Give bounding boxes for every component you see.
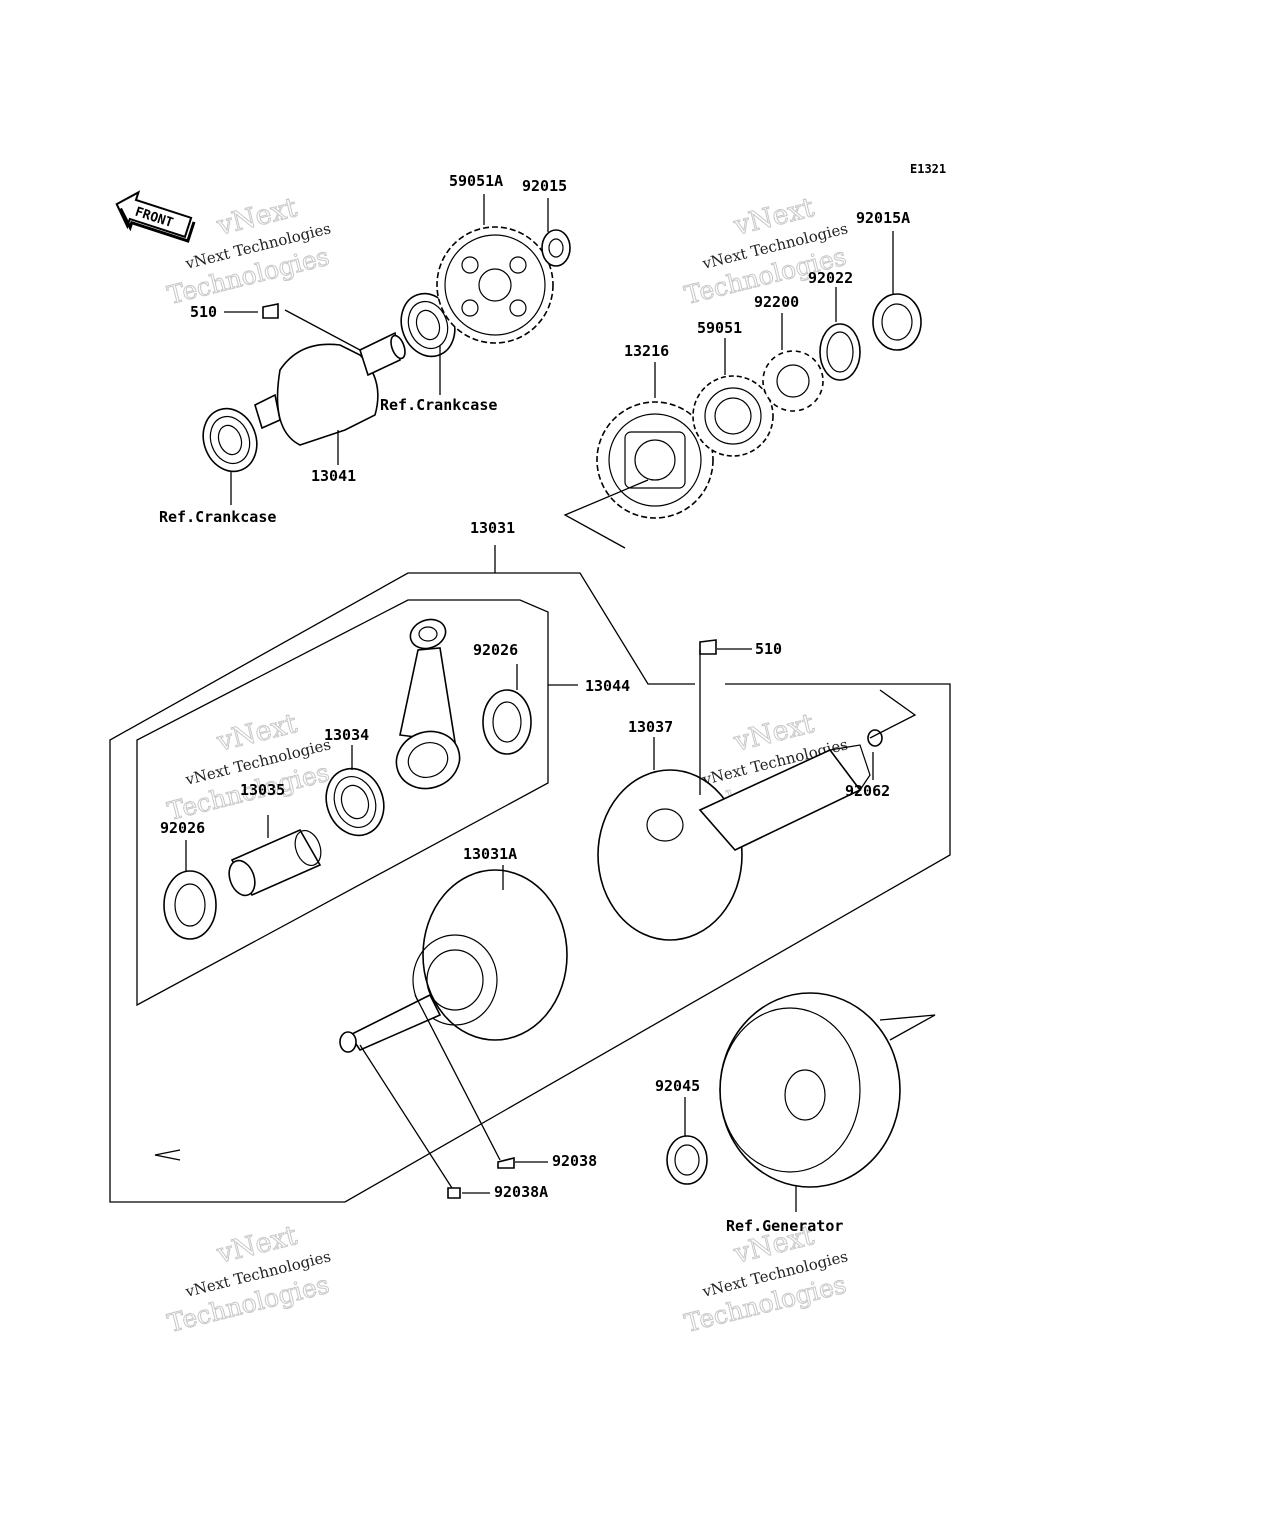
generator-rotor	[719, 992, 901, 1188]
diagram-code: E1321	[910, 162, 946, 176]
label-59051: 59051	[697, 319, 742, 337]
label-13031A: 13031A	[463, 845, 517, 863]
label-92045: 92045	[655, 1077, 700, 1095]
balancer-shaft-13041	[202, 292, 456, 473]
nut-92015	[541, 229, 571, 267]
label-13041: 13041	[311, 467, 356, 485]
watermark-mid-left: vNext vNext Technologies Technologies	[164, 708, 333, 827]
label-92038: 92038	[552, 1152, 597, 1170]
label-92038A: 92038A	[494, 1183, 548, 1201]
crank-half-13031A	[339, 869, 568, 1053]
label-13037: 13037	[628, 718, 673, 736]
gear-59051	[692, 375, 774, 457]
label-ref-crankcase-2: Ref.Crankcase	[159, 508, 276, 526]
washer-92026-top	[482, 689, 532, 755]
watermark-bottom-left: vNext vNext Technologies Technologies	[164, 1220, 333, 1339]
label-92062: 92062	[845, 782, 890, 800]
label-13034: 13034	[324, 726, 369, 744]
label-92026-top: 92026	[473, 641, 518, 659]
watermark-top-right: vNext vNext Technologies Technologies	[681, 192, 850, 311]
frame-13031	[109, 545, 951, 1203]
connecting-rod-13044	[395, 618, 461, 790]
bearing-13034	[325, 767, 385, 837]
watermark-top-left: vNext vNext Technologies Technologies	[164, 192, 333, 311]
label-92200: 92200	[754, 293, 799, 311]
part-labels: 59051A 92015 92015A 92022 92200 59051 13…	[159, 172, 910, 1235]
label-ref-crankcase-1: Ref.Crankcase	[380, 396, 497, 414]
label-ref-generator: Ref.Generator	[726, 1217, 843, 1235]
label-92026-left: 92026	[160, 819, 205, 837]
label-13031: 13031	[470, 519, 515, 537]
key-510-top	[262, 303, 279, 319]
front-arrow-icon: FRONT	[115, 190, 196, 243]
leader-lines	[185, 194, 894, 1212]
label-59051A: 59051A	[449, 172, 503, 190]
crank-half-13037	[597, 729, 883, 941]
label-510-mid: 510	[755, 640, 782, 658]
lockwasher-92200	[762, 350, 824, 412]
pin-13035	[228, 828, 322, 897]
label-510-top: 510	[190, 303, 217, 321]
label-92022: 92022	[808, 269, 853, 287]
frame-13044	[136, 599, 578, 1007]
bearing-92045	[666, 1135, 708, 1185]
label-13216: 13216	[624, 342, 669, 360]
label-92015: 92015	[522, 177, 567, 195]
gear-59051A	[436, 226, 554, 344]
washer-92022	[819, 323, 861, 381]
washer-92026-left	[163, 870, 217, 940]
key-92038A	[447, 1187, 461, 1199]
label-13035: 13035	[240, 781, 285, 799]
label-92015A: 92015A	[856, 209, 910, 227]
key-510-mid	[699, 639, 717, 655]
label-13044: 13044	[585, 677, 630, 695]
nut-92015A	[872, 293, 922, 351]
key-92038	[497, 1156, 515, 1169]
